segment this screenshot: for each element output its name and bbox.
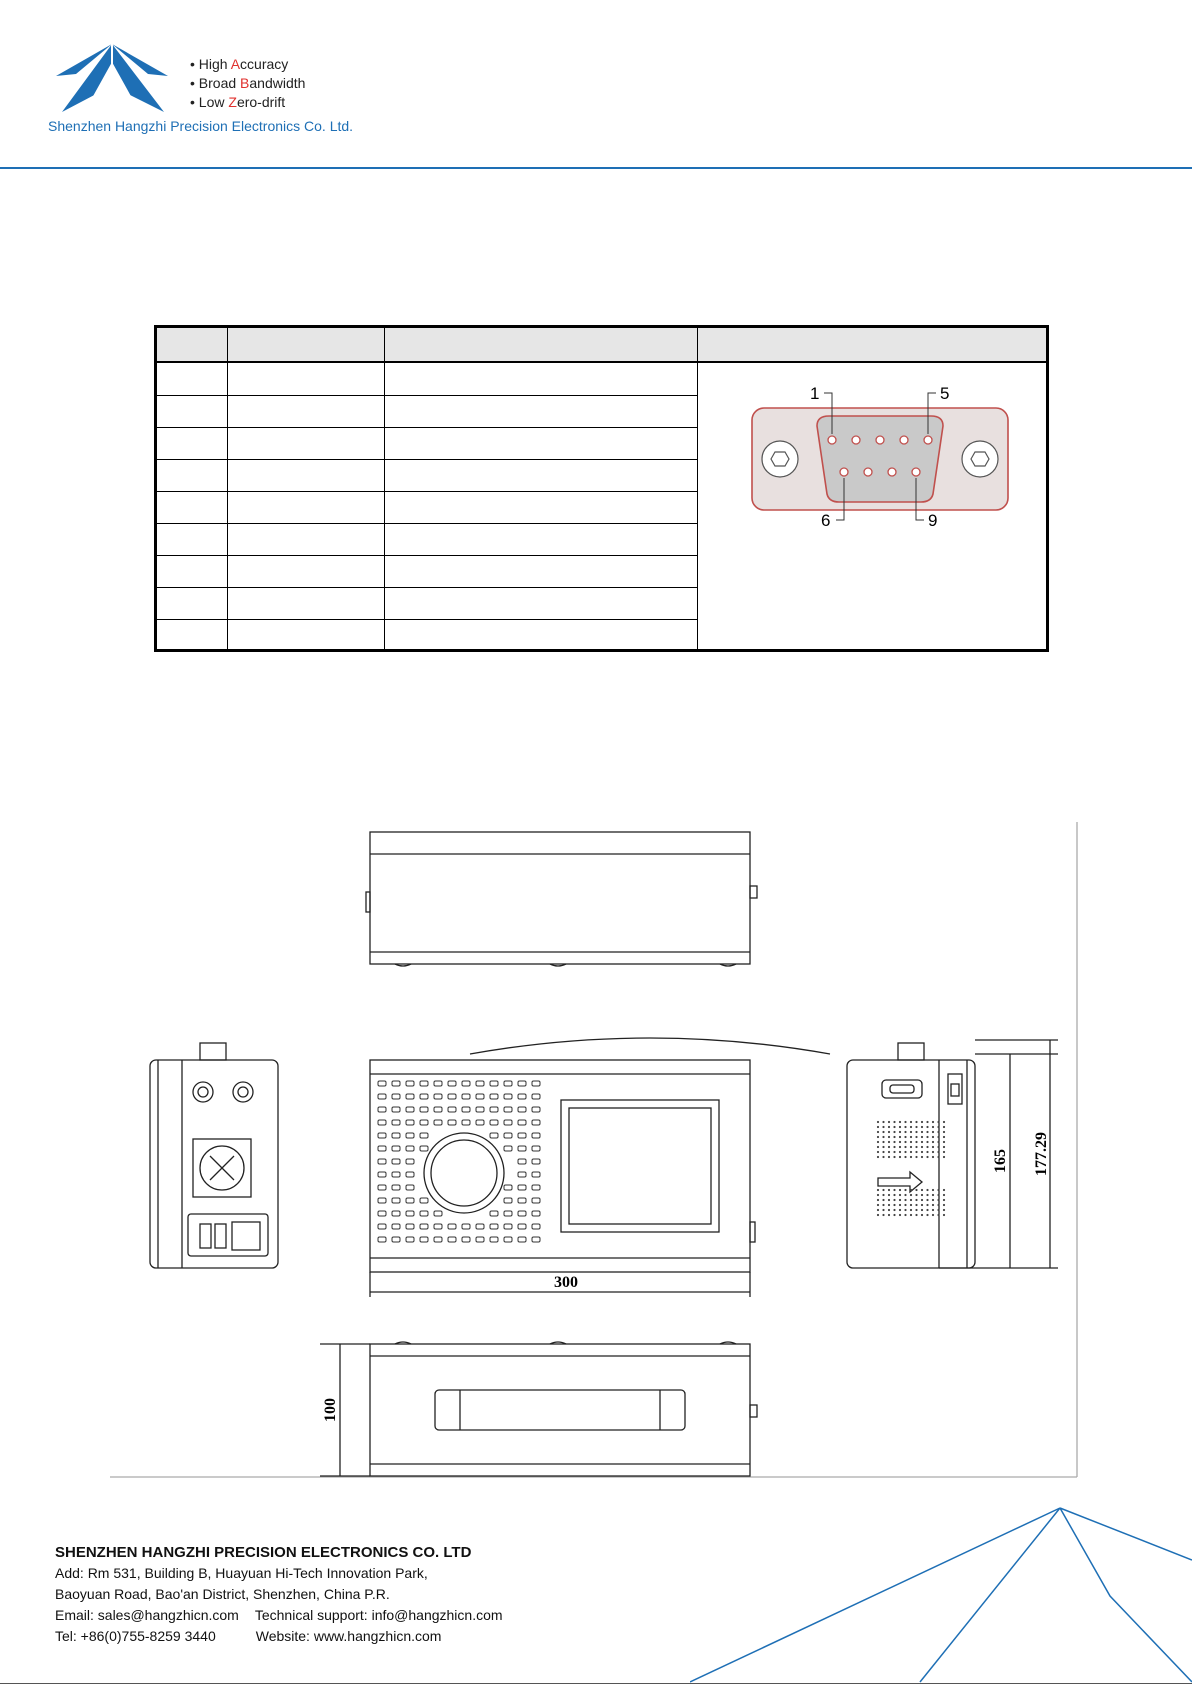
dimension-width-label: 300 bbox=[554, 1274, 578, 1291]
footer-tel-row: Tel: +86(0)755-8259 3440 Website: www.han… bbox=[55, 1626, 503, 1647]
vent-grid bbox=[377, 1080, 541, 1243]
footer-support: Technical support: info@hangzhicn.com bbox=[254, 1607, 503, 1623]
table-row-divider bbox=[157, 427, 697, 428]
tagline-item: • Broad Bandwidth bbox=[190, 75, 306, 91]
tagline-list: • High Accuracy • Broad Bandwidth • Low … bbox=[190, 55, 305, 112]
db9-connector-diagram: 1 5 6 9 bbox=[751, 384, 1009, 530]
footer-address-line: Add: Rm 531, Building B, Huayuan Hi-Tech… bbox=[55, 1565, 428, 1581]
dimension-drawing: 300 165 177.29 100 bbox=[110, 822, 1078, 1478]
vent-grid bbox=[876, 1120, 946, 1217]
footer-tel: Tel: +86(0)755-8259 3440 bbox=[55, 1628, 216, 1644]
footer-contact: SHENZHEN HANGZHI PRECISION ELECTRONICS C… bbox=[55, 1542, 503, 1647]
dimension-total-height-label: 177.29 bbox=[1033, 1132, 1050, 1176]
footer-email-row: Email: sales@hangzhicn.com Technical supp… bbox=[55, 1605, 503, 1626]
header-divider bbox=[0, 167, 1192, 169]
footer-company-name: SHENZHEN HANGZHI PRECISION ELECTRONICS C… bbox=[55, 1544, 472, 1561]
table-row-divider bbox=[157, 555, 697, 556]
footer-address-line: Baoyuan Road, Bao'an District, Shenzhen,… bbox=[55, 1586, 390, 1602]
table-row-divider bbox=[157, 395, 697, 396]
pin-label-6: 6 bbox=[821, 511, 830, 530]
pin-table: 1 5 6 9 bbox=[154, 325, 1049, 652]
table-row-divider bbox=[157, 587, 697, 588]
pin-label-9: 9 bbox=[928, 511, 937, 530]
table-row-divider bbox=[157, 619, 697, 620]
pin-label-5: 5 bbox=[940, 384, 949, 403]
table-divider bbox=[227, 328, 228, 649]
dimension-depth-label: 100 bbox=[322, 1398, 339, 1422]
footer-email: Email: sales@hangzhicn.com bbox=[55, 1607, 239, 1623]
dimension-height-label: 165 bbox=[992, 1149, 1009, 1173]
table-header-row bbox=[157, 328, 1046, 363]
footer-website: Website: www.hangzhicn.com bbox=[255, 1628, 442, 1644]
tagline-item: • High Accuracy bbox=[190, 56, 289, 72]
tagline-item: • Low Zero-drift bbox=[190, 94, 286, 110]
company-logo bbox=[56, 44, 168, 112]
company-name: Shenzhen Hangzhi Precision Electronics C… bbox=[48, 118, 354, 134]
table-row-divider bbox=[157, 459, 697, 460]
footer-decorative-lines bbox=[690, 1507, 1192, 1683]
table-row-divider bbox=[157, 523, 697, 524]
table-divider bbox=[697, 328, 698, 649]
pin-label-1: 1 bbox=[810, 384, 819, 403]
footer-divider bbox=[0, 1683, 1192, 1684]
table-divider bbox=[384, 328, 385, 649]
table-row-divider bbox=[157, 491, 697, 492]
